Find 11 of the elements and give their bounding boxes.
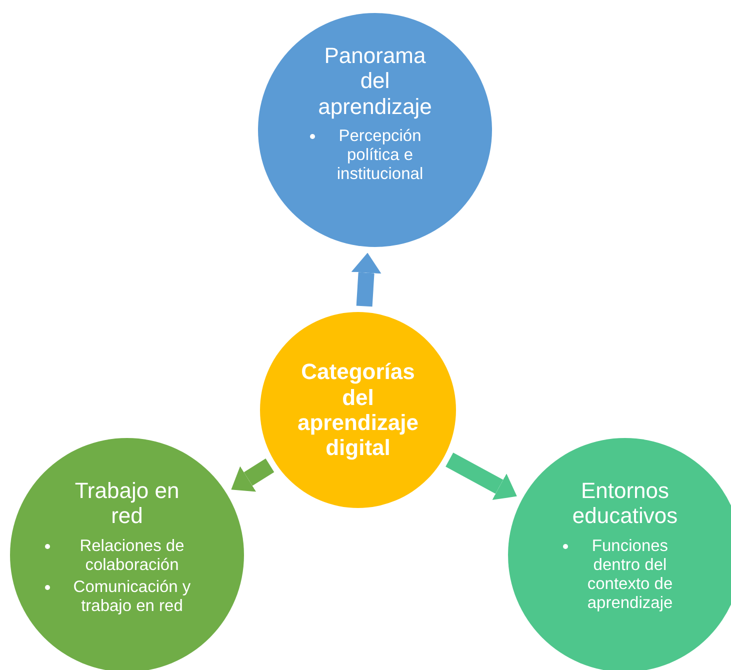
node-title: Panorama del aprendizaje	[317, 43, 433, 119]
bullet-text: Comunicación y trabajo en red	[72, 578, 192, 616]
block-arrow	[351, 252, 382, 307]
block-arrow	[446, 452, 517, 500]
block-arrow	[231, 458, 274, 492]
bullet-text: Funciones dentro del contexto de aprendizaje	[586, 536, 674, 612]
bullet-text: Percepción política e institucional	[336, 126, 424, 184]
node-title: Trabajo en red	[74, 478, 180, 529]
node-title: Categorías del aprendizaje digital	[296, 359, 420, 461]
node-title: Entornos educativos	[571, 478, 679, 529]
bullet-text: Relaciones de colaboración	[78, 536, 186, 575]
